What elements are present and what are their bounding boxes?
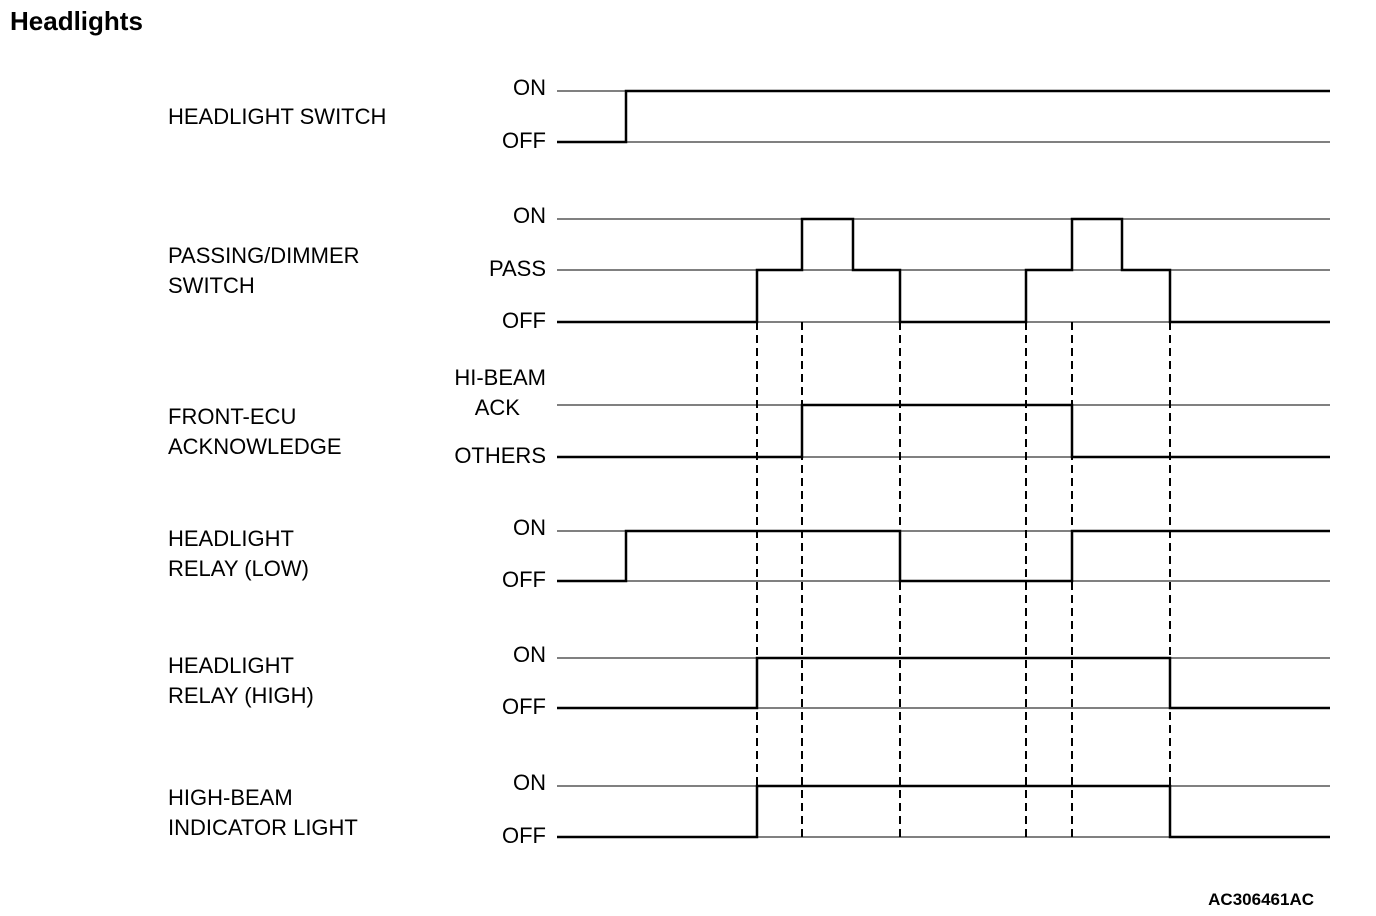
front-ecu-acknowledge-level-label: HI-BEAM ACK bbox=[454, 365, 546, 420]
headlight-relay-low-label: HEADLIGHT RELAY (LOW) bbox=[168, 526, 309, 581]
headlight-relay-high-label-line: RELAY (HIGH) bbox=[168, 683, 314, 708]
front-ecu-acknowledge-level-label-line: OTHERS bbox=[454, 443, 546, 468]
time-marker-lines bbox=[756, 322, 1171, 837]
headlight-switch-label: HEADLIGHT SWITCH bbox=[168, 104, 386, 129]
signal-waveforms bbox=[557, 89, 1330, 839]
high-beam-indicator-light-label-line: HIGH-BEAM bbox=[168, 785, 293, 810]
headlight-relay-high-label-line: HEADLIGHT bbox=[168, 653, 294, 678]
passing-dimmer-switch-level-label: PASS bbox=[489, 256, 546, 281]
high-beam-indicator-light-level-label-line: OFF bbox=[502, 823, 546, 848]
passing-dimmer-switch-waveform bbox=[557, 217, 1330, 324]
high-beam-indicator-light-label-line: INDICATOR LIGHT bbox=[168, 815, 358, 840]
headlight-relay-high-label: HEADLIGHT RELAY (HIGH) bbox=[168, 653, 314, 708]
signal-labels: HEADLIGHT SWITCH ON OFF PASSING/DIMMER SWITC… bbox=[168, 75, 546, 848]
headlight-switch-waveform bbox=[557, 89, 1330, 144]
passing-dimmer-switch-level-label-line: OFF bbox=[502, 308, 546, 333]
headlight-relay-low-waveform bbox=[557, 529, 1330, 583]
headlight-relay-high-level-label: OFF bbox=[502, 694, 546, 719]
front-ecu-acknowledge-level-label-line: HI-BEAM bbox=[454, 365, 546, 390]
headlight-relay-high-level-label-line: OFF bbox=[502, 694, 546, 719]
headlight-switch-label-line: HEADLIGHT SWITCH bbox=[168, 104, 386, 129]
headlight-relay-high-level-label-line: ON bbox=[513, 642, 546, 667]
high-beam-indicator-light-level-label: OFF bbox=[502, 823, 546, 848]
front-ecu-acknowledge-label-line: FRONT-ECU bbox=[168, 404, 296, 429]
high-beam-indicator-light-level-label: ON bbox=[513, 770, 546, 795]
passing-dimmer-switch-level-label: OFF bbox=[502, 308, 546, 333]
passing-dimmer-switch-level-label-line: ON bbox=[513, 203, 546, 228]
passing-dimmer-switch-level-label-line: PASS bbox=[489, 256, 546, 281]
headlight-relay-low-label-line: RELAY (LOW) bbox=[168, 556, 309, 581]
headlight-relay-low-level-label: ON bbox=[513, 515, 546, 540]
front-ecu-acknowledge-level-label-line: ACK bbox=[475, 395, 521, 420]
front-ecu-acknowledge-waveform bbox=[557, 403, 1330, 459]
high-beam-indicator-light-waveform bbox=[557, 784, 1330, 839]
high-beam-indicator-light-level-label-line: ON bbox=[513, 770, 546, 795]
high-beam-indicator-light-label: HIGH-BEAM INDICATOR LIGHT bbox=[168, 785, 358, 840]
front-ecu-acknowledge-label: FRONT-ECU ACKNOWLEDGE bbox=[168, 404, 342, 459]
level-gridlines bbox=[557, 90, 1330, 838]
passing-dimmer-switch-level-label: ON bbox=[513, 203, 546, 228]
headlight-switch-level-label-line: ON bbox=[513, 75, 546, 100]
passing-dimmer-switch-label: PASSING/DIMMER SWITCH bbox=[168, 243, 360, 298]
headlight-switch-level-label: OFF bbox=[502, 128, 546, 153]
page-title: Headlights bbox=[10, 6, 143, 36]
headlight-relay-low-level-label-line: OFF bbox=[502, 567, 546, 592]
headlight-relay-high-level-label: ON bbox=[513, 642, 546, 667]
front-ecu-acknowledge-label-line: ACKNOWLEDGE bbox=[168, 434, 342, 459]
reference-code: AC306461AC bbox=[1208, 890, 1314, 909]
front-ecu-acknowledge-level-label: OTHERS bbox=[454, 443, 546, 468]
passing-dimmer-switch-label-line: SWITCH bbox=[168, 273, 255, 298]
headlight-switch-level-label: ON bbox=[513, 75, 546, 100]
headlight-relay-low-label-line: HEADLIGHT bbox=[168, 526, 294, 551]
passing-dimmer-switch-label-line: PASSING/DIMMER bbox=[168, 243, 360, 268]
headlight-switch-level-label-line: OFF bbox=[502, 128, 546, 153]
headlight-relay-low-level-label-line: ON bbox=[513, 515, 546, 540]
headlight-relay-low-level-label: OFF bbox=[502, 567, 546, 592]
headlight-relay-high-waveform bbox=[557, 656, 1330, 710]
